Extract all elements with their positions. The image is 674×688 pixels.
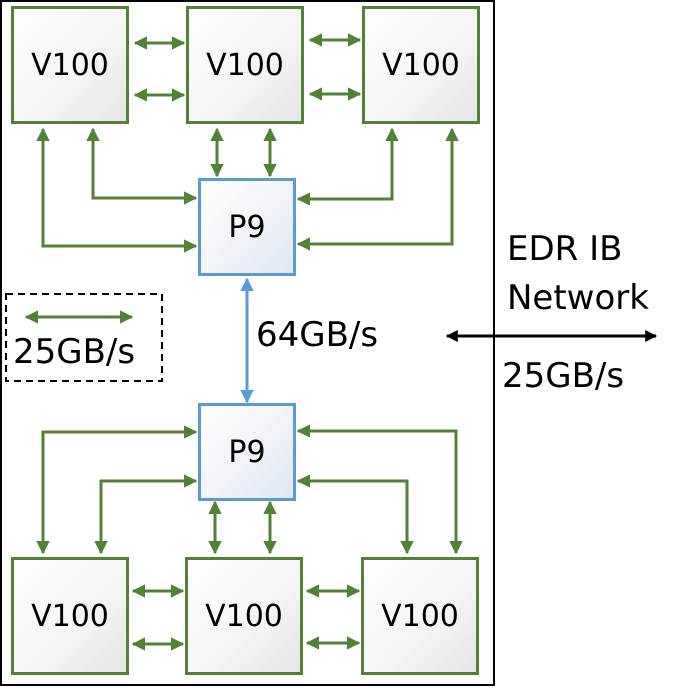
network-title-line1: EDR IB <box>507 229 623 269</box>
nvlink-cpu-gpu4-inner <box>94 474 198 555</box>
cpu-label: P9 <box>228 209 266 245</box>
legend-box <box>5 293 163 382</box>
cpu-box: P9 <box>198 178 296 276</box>
gpu-label: V100 <box>382 47 460 83</box>
nvlink-gpu1-cpu-inner <box>86 127 198 205</box>
nvlink-cpu-gpu6-inner <box>296 474 414 555</box>
nvlink-links <box>36 33 463 651</box>
gpu-box: V100 <box>11 557 129 675</box>
network-title-line2: Network <box>507 278 649 318</box>
node-frame <box>0 0 495 686</box>
xbus-bandwidth-label: 64GB/s <box>256 315 379 355</box>
gpu-box: V100 <box>362 6 480 124</box>
nvlink-cpu-gpu4-outer <box>36 425 198 555</box>
legend-label: 25GB/s <box>13 332 136 372</box>
cpu-label: P9 <box>228 434 266 470</box>
nvlink-gpu3-cpu-outer <box>296 127 459 251</box>
nvlink-cpu-gpu6-outer <box>296 424 463 555</box>
cpu-box: P9 <box>198 403 296 501</box>
gpu-label: V100 <box>31 598 109 634</box>
nvlink-gpu1-cpu-outer <box>36 127 198 253</box>
gpu-box: V100 <box>186 6 304 124</box>
gpu-label: V100 <box>381 598 459 634</box>
gpu-label: V100 <box>31 47 109 83</box>
nvlink-gpu3-cpu-inner <box>296 127 399 206</box>
gpu-label: V100 <box>206 47 284 83</box>
gpu-box: V100 <box>185 557 303 675</box>
gpu-box: V100 <box>11 6 129 124</box>
network-bandwidth-label: 25GB/s <box>502 356 625 396</box>
gpu-label: V100 <box>205 598 283 634</box>
gpu-box: V100 <box>361 557 479 675</box>
